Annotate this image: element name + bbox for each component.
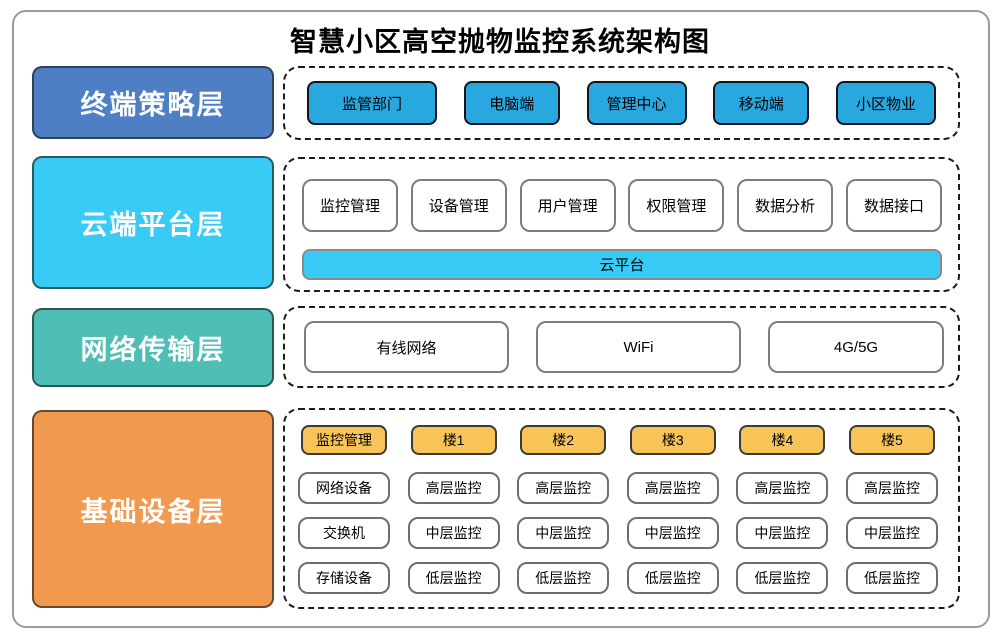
node-building5-low-monitor: 低层监控 bbox=[845, 562, 938, 594]
node-building5-high-monitor: 高层监控 bbox=[845, 472, 938, 505]
cloud-modules-row: 监控管理 设备管理 用户管理 权限管理 数据分析 数据接口 bbox=[302, 179, 942, 232]
node-building2-low-monitor: 低层监控 bbox=[517, 562, 610, 594]
cloud-layer-group: 监控管理 设备管理 用户管理 权限管理 数据分析 数据接口 云平台 bbox=[283, 157, 960, 292]
node-building1-header: 楼1 bbox=[410, 425, 497, 456]
node-building2-mid-monitor: 中层监控 bbox=[517, 517, 610, 550]
node-building3-mid-monitor: 中层监控 bbox=[626, 517, 719, 550]
node-wired-network: 有线网络 bbox=[304, 321, 509, 373]
node-building4-low-monitor: 低层监控 bbox=[736, 562, 829, 594]
node-user-mgmt: 用户管理 bbox=[519, 179, 616, 232]
node-building5-header: 楼5 bbox=[848, 425, 935, 456]
device-layer-group: 监控管理 网络设备 交换机 存储设备 楼1 高层监控 中层监控 低层监控 楼2 … bbox=[283, 408, 960, 609]
device-column-building4: 楼4 高层监控 中层监控 低层监控 bbox=[736, 425, 829, 607]
layer-label-cloud: 云端平台层 bbox=[32, 156, 274, 289]
node-monitor-mgmt: 监控管理 bbox=[302, 179, 398, 232]
layer-label-network: 网络传输层 bbox=[32, 308, 274, 387]
node-building4-high-monitor: 高层监控 bbox=[736, 472, 829, 505]
node-network-equipment: 网络设备 bbox=[298, 472, 390, 505]
node-switch: 交换机 bbox=[298, 517, 390, 550]
layer-label-terminal: 终端策略层 bbox=[32, 66, 274, 139]
node-permission-mgmt: 权限管理 bbox=[628, 179, 725, 232]
device-column-building3: 楼3 高层监控 中层监控 低层监控 bbox=[626, 425, 719, 607]
node-building3-header: 楼3 bbox=[629, 425, 716, 456]
diagram-title: 智慧小区高空抛物监控系统架构图 bbox=[290, 27, 710, 57]
node-storage-equipment: 存储设备 bbox=[298, 562, 390, 594]
node-mobile-client: 移动端 bbox=[713, 81, 810, 125]
device-column-building5: 楼5 高层监控 中层监控 低层监控 bbox=[845, 425, 938, 607]
node-wifi: WiFi bbox=[536, 321, 741, 373]
node-4g5g: 4G/5G bbox=[768, 321, 944, 373]
node-community-property: 小区物业 bbox=[836, 81, 936, 125]
node-building5-mid-monitor: 中层监控 bbox=[845, 517, 938, 550]
node-pc-client: 电脑端 bbox=[463, 81, 560, 125]
node-data-analysis: 数据分析 bbox=[737, 179, 834, 232]
device-column-building2: 楼2 高层监控 中层监控 低层监控 bbox=[517, 425, 610, 607]
node-device-monitor-mgmt-header: 监控管理 bbox=[301, 425, 387, 456]
node-building1-mid-monitor: 中层监控 bbox=[407, 517, 500, 550]
node-building1-high-monitor: 高层监控 bbox=[407, 472, 500, 505]
layer-label-device: 基础设备层 bbox=[32, 410, 274, 608]
node-building3-low-monitor: 低层监控 bbox=[626, 562, 719, 594]
device-column-infra: 监控管理 网络设备 交换机 存储设备 bbox=[298, 425, 390, 607]
node-building2-high-monitor: 高层监控 bbox=[517, 472, 610, 505]
node-equipment-mgmt: 设备管理 bbox=[410, 179, 507, 232]
node-supervision-dept: 监管部门 bbox=[307, 81, 437, 125]
terminal-layer-group: 监管部门 电脑端 管理中心 移动端 小区物业 bbox=[283, 66, 960, 140]
node-building4-mid-monitor: 中层监控 bbox=[736, 517, 829, 550]
node-building2-header: 楼2 bbox=[520, 425, 607, 456]
network-layer-group: 有线网络 WiFi 4G/5G bbox=[283, 306, 960, 388]
node-building1-low-monitor: 低层监控 bbox=[407, 562, 500, 594]
node-data-interface: 数据接口 bbox=[845, 179, 942, 232]
node-building4-header: 楼4 bbox=[739, 425, 826, 456]
node-building3-high-monitor: 高层监控 bbox=[626, 472, 719, 505]
node-management-center: 管理中心 bbox=[586, 81, 687, 125]
device-column-building1: 楼1 高层监控 中层监控 低层监控 bbox=[407, 425, 500, 607]
node-cloud-platform-bar: 云平台 bbox=[302, 249, 942, 280]
